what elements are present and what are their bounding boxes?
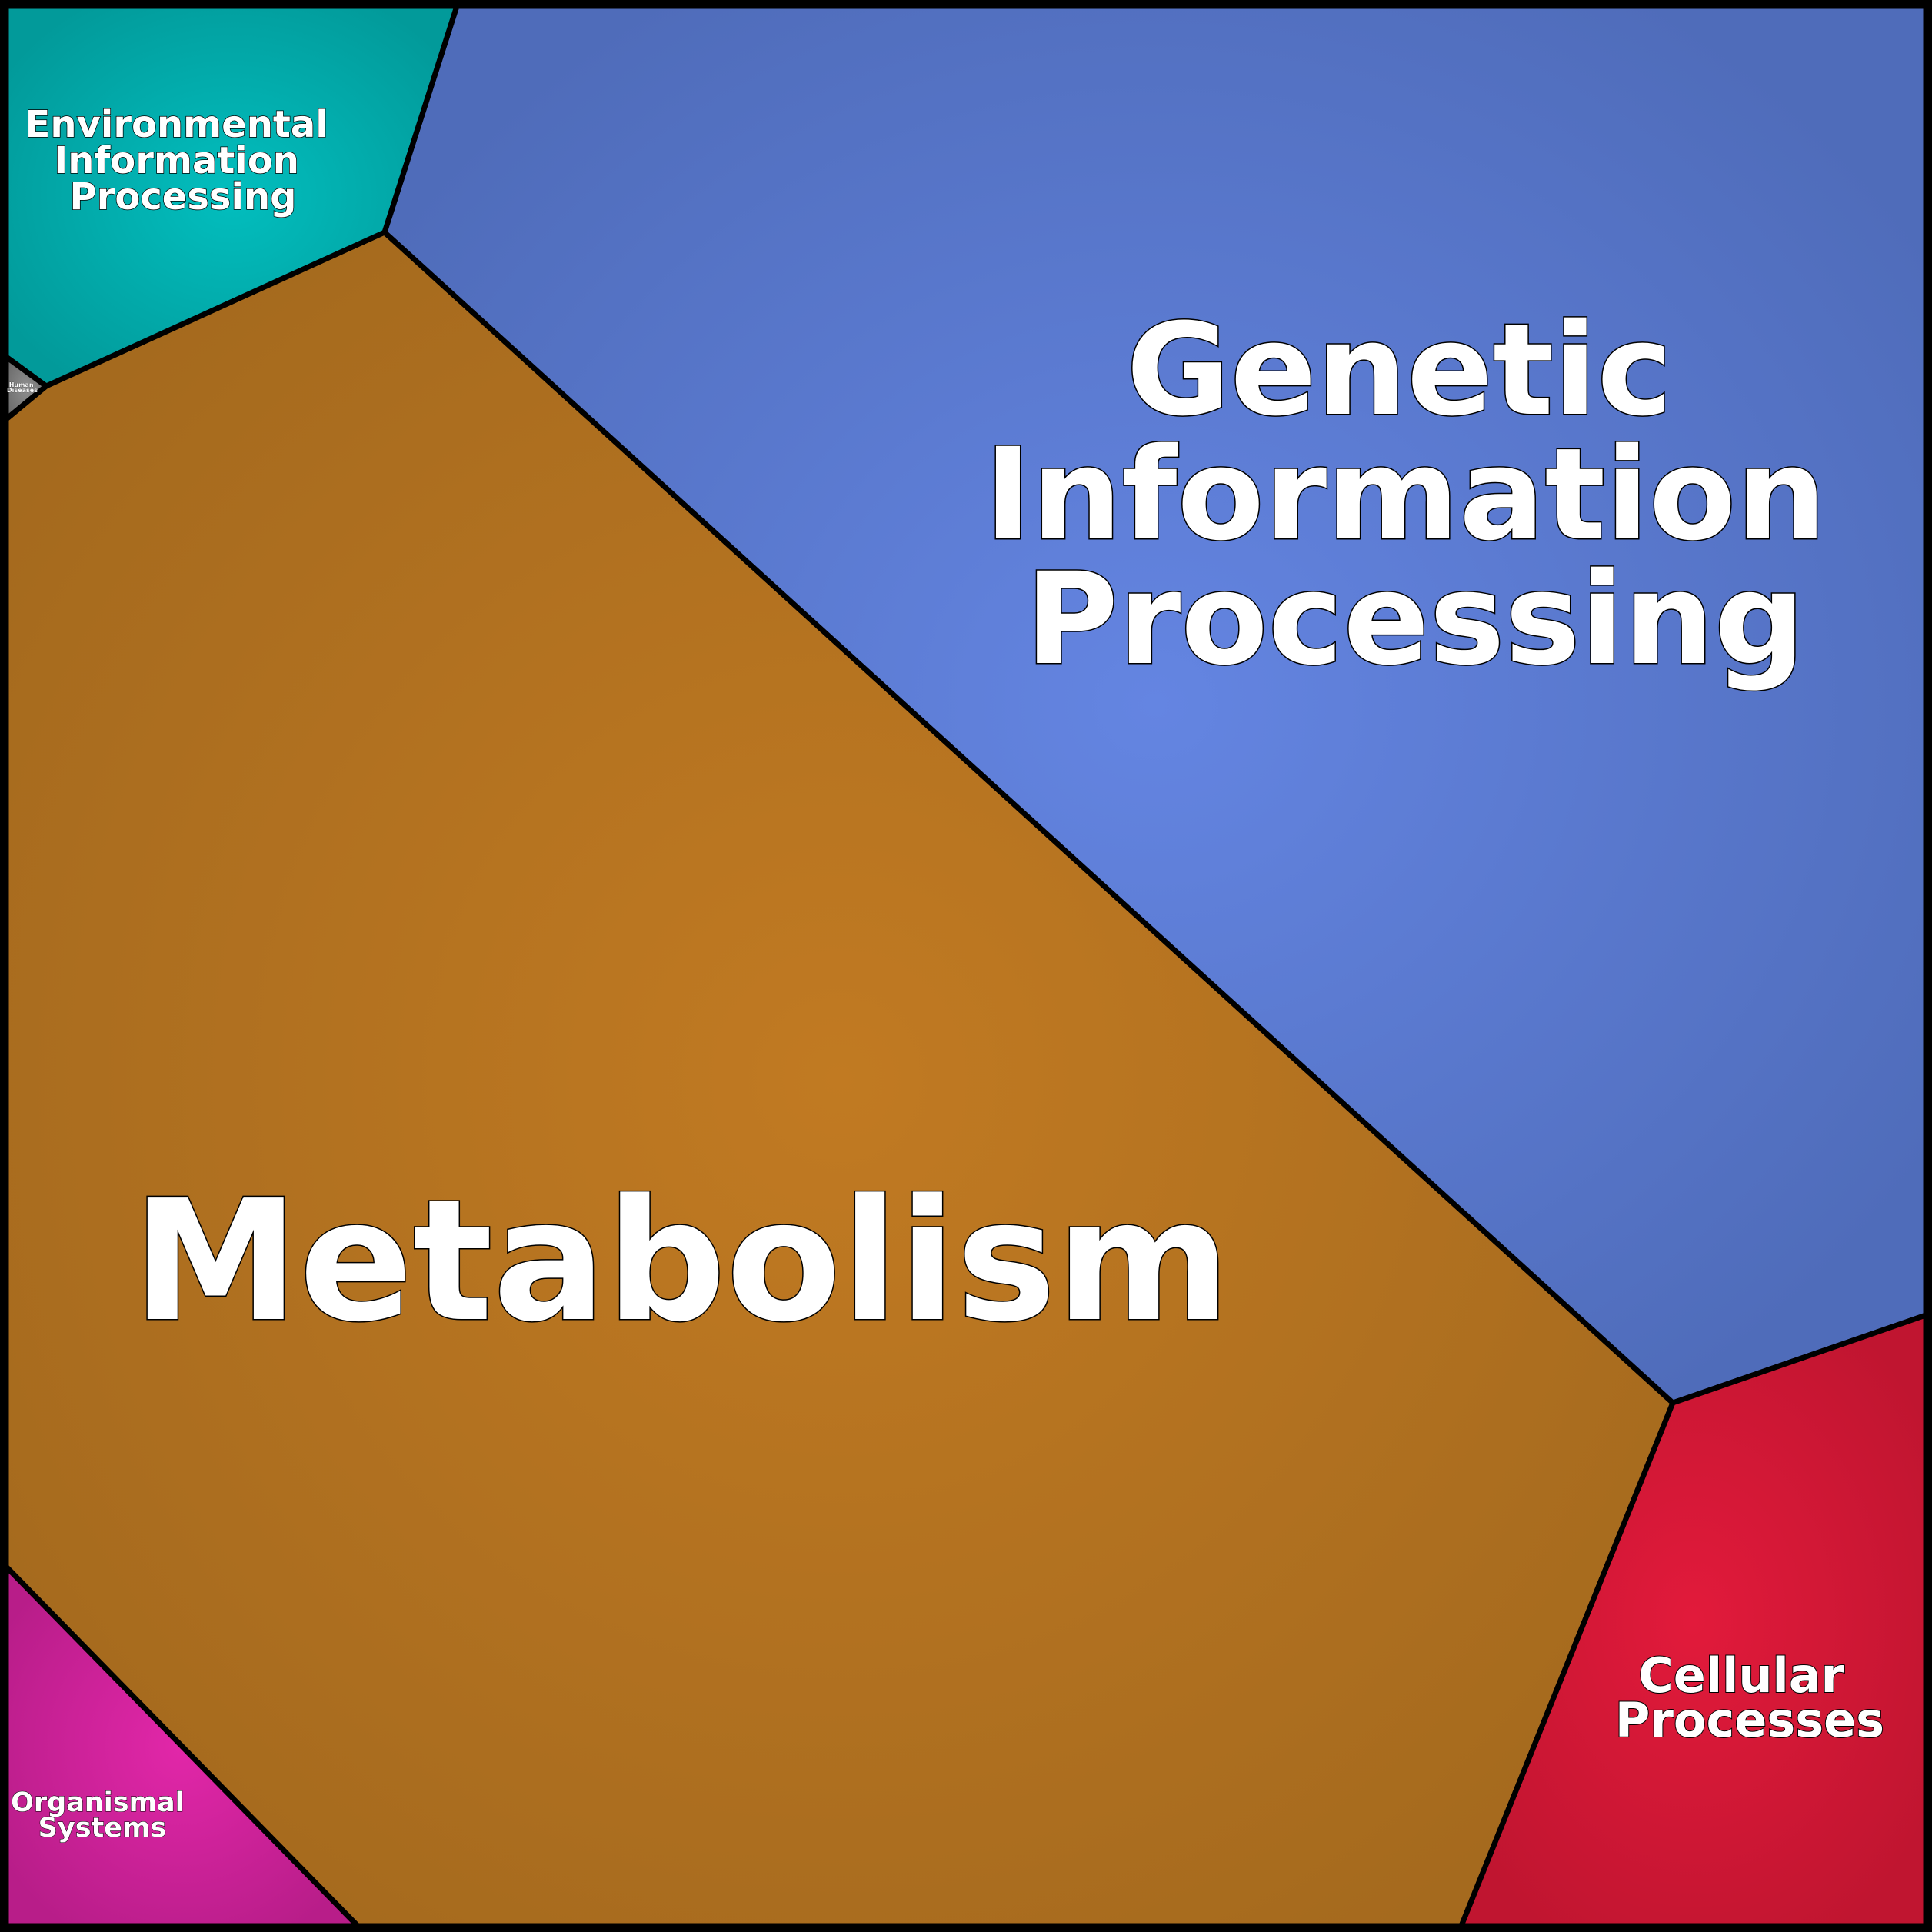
cell-environmental-information-processing: Environmental Information Processing [3, 3, 460, 389]
genetic-information-processing-label: Genetic Information Processing [984, 296, 1870, 693]
cell-cellular-processes: Cellular Processes [1458, 1312, 1929, 1929]
organismal-systems-label: Organismal Systems [11, 1787, 194, 1844]
human-diseases-label: Human Diseases [7, 381, 38, 394]
cell-human-diseases: Human Diseases [3, 354, 49, 422]
metabolism-label: Metabolism [132, 1164, 1231, 1359]
cell-genetic-information-processing: Genetic Information Processing [381, 3, 1929, 1406]
environmental-information-processing-label: Environmental Information Processing [25, 103, 341, 218]
cellular-processes-label: Cellular Processes [1615, 1647, 1884, 1748]
